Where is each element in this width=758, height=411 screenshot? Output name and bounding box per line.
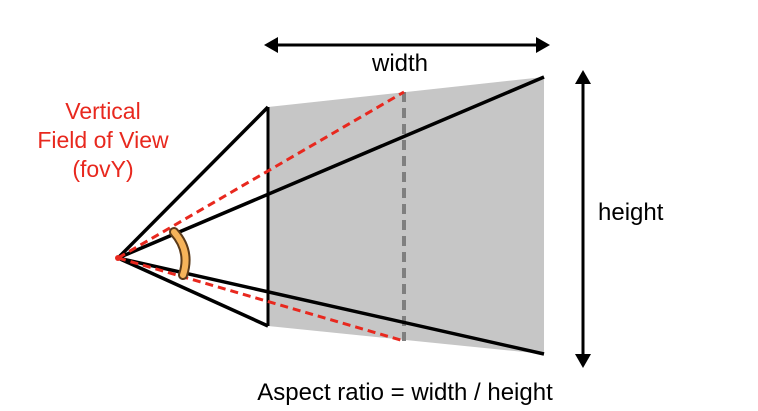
- frustum-shape: [268, 77, 544, 354]
- height-label: height: [598, 199, 664, 226]
- fov-top-line: [117, 90, 405, 260]
- height-arrow-top-head: [575, 70, 591, 84]
- frustum-bottom-edge: [117, 256, 545, 356]
- width-arrow-right-head: [536, 37, 550, 53]
- frustum-bottom-outer-edge: [117, 256, 269, 328]
- fov-label-line2: Field of View: [37, 127, 169, 153]
- frustum-top-edge: [117, 75, 545, 260]
- fov-angle-arc-fill: [171, 229, 189, 278]
- height-arrow-bottom-head: [575, 354, 591, 368]
- frustum-top-outer-edge: [116, 105, 270, 260]
- fov-label: Vertical Field of View (fovY): [13, 97, 193, 184]
- fov-bottom-line: [117, 256, 405, 343]
- width-label: width: [371, 50, 429, 77]
- fov-label-line1: Vertical: [65, 98, 141, 124]
- width-arrow-left-head: [264, 37, 278, 53]
- aspect-ratio-label: Aspect ratio = width / height: [257, 379, 553, 406]
- fov-label-line3: (fovY): [72, 156, 134, 182]
- camera-apex: [115, 255, 121, 261]
